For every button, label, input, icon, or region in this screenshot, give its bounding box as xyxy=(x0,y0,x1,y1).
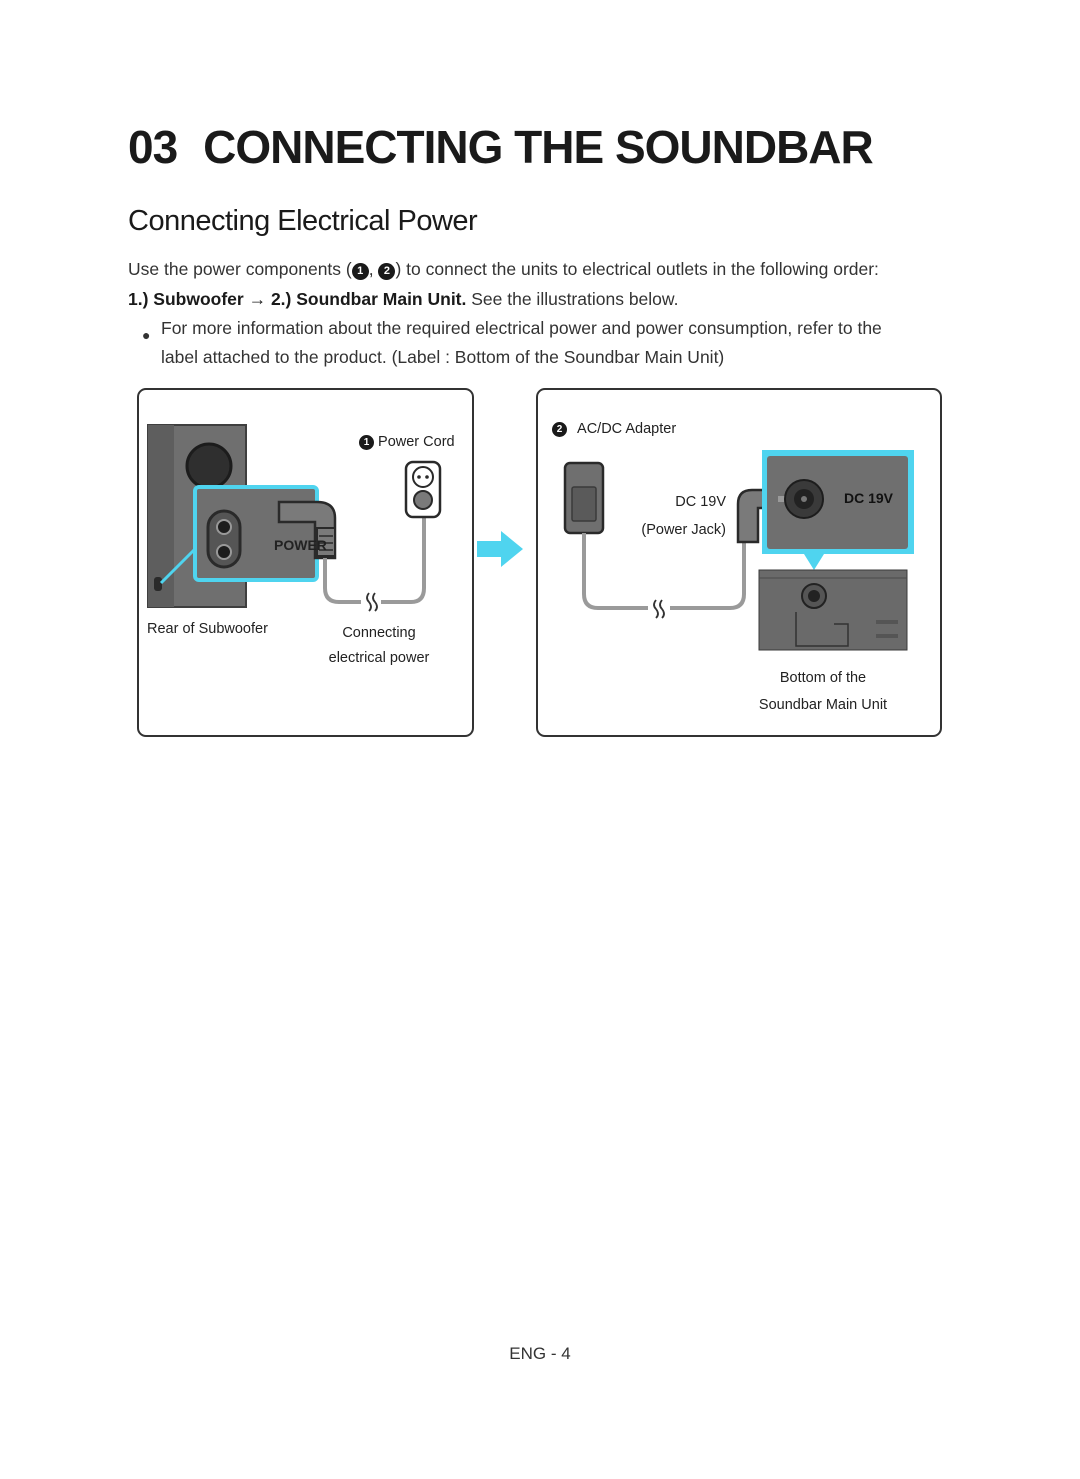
power-socket xyxy=(206,509,242,569)
ac-dc-adapter-label: 2 AC/DC Adapter xyxy=(552,421,676,437)
bottom-of-soundbar-line-2: Soundbar Main Unit xyxy=(758,697,888,713)
power-socket-small xyxy=(154,577,162,591)
soundbar-illustration: DC 19V xyxy=(563,450,914,651)
power-cord-label: 1 Power Cord xyxy=(359,434,455,450)
component-badge-2: 2 xyxy=(378,263,396,280)
order-arrow: → xyxy=(248,289,267,309)
zoom-dc-label: DC 19V xyxy=(844,490,894,506)
subwoofer-illustration-panel: POWER 1 Power Cord Rear of Subwoofer Con… xyxy=(137,388,474,737)
subwoofer-side xyxy=(148,425,174,607)
rear-of-subwoofer-label: Rear of Subwoofer xyxy=(147,621,268,637)
connecting-label-line-1: Connecting xyxy=(342,625,416,641)
bottom-of-soundbar-line-1: Bottom of the xyxy=(779,670,867,686)
power-jack-label: (Power Jack) xyxy=(641,522,726,538)
adapter-cable-right xyxy=(670,542,746,610)
ac-dc-adapter-badge: 2 xyxy=(552,422,567,437)
power-port-label: POWER xyxy=(274,537,327,553)
wall-plug xyxy=(413,490,433,510)
subwoofer-port xyxy=(185,442,233,490)
power-cord-badge: 1 xyxy=(359,435,374,450)
intro-line-2: 1.) Subwoofer → 2.) Soundbar Main Unit. … xyxy=(128,289,679,309)
intro-line-1: Use the power components (1, 2) to conne… xyxy=(128,259,879,280)
bullet-line-2: label attached to the product. (Label : … xyxy=(161,347,725,367)
bullet-line-1: For more information about the required … xyxy=(161,318,882,338)
chapter-number: 03 xyxy=(128,121,178,173)
soundbar-illustration-panel: DC 19V 2 AC/DC Adapter DC 19V (Power Jac… xyxy=(536,388,942,737)
bullet-icon: ● xyxy=(142,327,151,343)
next-step-arrow-icon xyxy=(477,531,523,567)
page-footer: ENG - 4 xyxy=(509,1344,571,1363)
adapter-cable-left xyxy=(582,533,648,610)
power-cable-left xyxy=(323,558,361,604)
order-step-2: 2.) Soundbar Main Unit. xyxy=(270,289,467,309)
power-cable-right xyxy=(381,516,426,604)
connecting-label-line-2: electrical power xyxy=(328,650,430,666)
chapter-title-text: CONNECTING THE SOUNDBAR xyxy=(203,121,874,173)
section-title: Connecting Electrical Power xyxy=(128,205,478,237)
chapter-title: 03 CONNECTING THE SOUNDBAR xyxy=(128,120,874,174)
component-badge-1: 1 xyxy=(351,263,369,280)
subwoofer-illustration: POWER xyxy=(147,424,442,612)
highlight-pointer xyxy=(159,545,199,585)
order-step-1: 1.) Subwoofer xyxy=(128,289,244,309)
dc-19v-label: DC 19V xyxy=(675,494,726,510)
